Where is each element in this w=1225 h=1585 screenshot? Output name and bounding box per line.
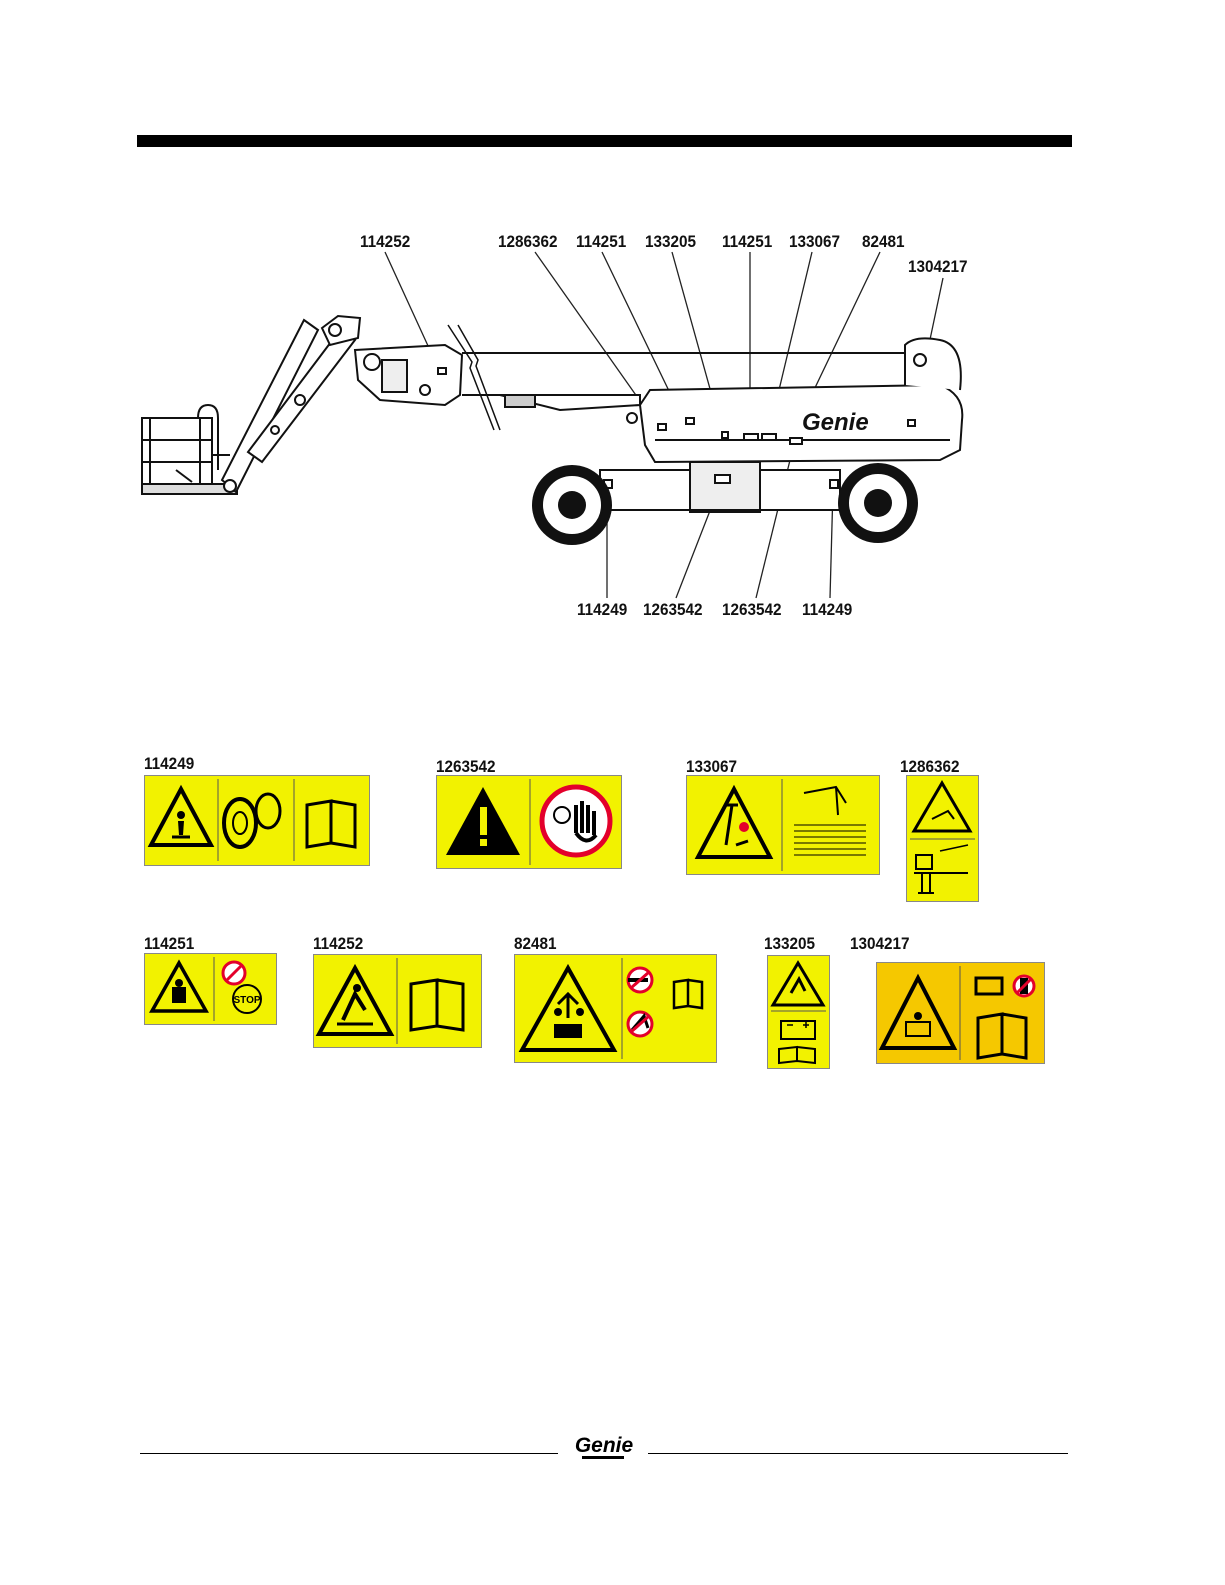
decal-1286362 (906, 775, 979, 902)
callout-label: 1263542 (722, 600, 782, 620)
callout-label: 114251 (722, 232, 772, 252)
no-sparks-icon (628, 1012, 652, 1036)
jib-arm (222, 316, 360, 492)
footer-rule-right (648, 1453, 1068, 1454)
callout-label: 1286362 (498, 232, 558, 252)
no-smoking-icon (628, 968, 652, 992)
decal-label-114251: 114251 (144, 934, 194, 954)
callout-label: 1263542 (643, 600, 703, 620)
no-operate-icon (223, 962, 245, 984)
boom-lift-diagram: Genie (130, 220, 990, 640)
genie-logo: Genie (568, 1433, 640, 1463)
callout-label: 133205 (645, 232, 696, 252)
no-entry-hand-icon (542, 787, 610, 855)
decal-82481 (514, 954, 717, 1063)
decal-label-114249: 114249 (144, 754, 194, 774)
decal-label-133067: 133067 (686, 757, 737, 777)
stop-text: STOP (233, 995, 260, 1006)
decal-label-1263542: 1263542 (436, 757, 496, 777)
machine-brand: Genie (802, 409, 869, 436)
decal-label-133205: 133205 (764, 934, 815, 954)
decal-114249 (144, 775, 370, 866)
chassis (600, 462, 840, 512)
callout-label: 114251 (576, 232, 626, 252)
decal-114251: STOP (144, 953, 277, 1025)
header-rule (137, 135, 1072, 147)
decal-1304217 (876, 962, 1045, 1064)
decal-label-82481: 82481 (514, 934, 557, 954)
callout-label: 1304217 (908, 257, 968, 277)
callout-label: 82481 (862, 232, 905, 252)
decal-114252 (313, 954, 482, 1048)
decal-1263542 (436, 775, 622, 869)
decal-label-1304217: 1304217 (850, 934, 910, 954)
callout-label: 133067 (789, 232, 840, 252)
decal-133205 (767, 955, 830, 1069)
callout-label: 114252 (360, 232, 410, 252)
footer-logo-text: Genie (575, 1434, 634, 1457)
decal-133067 (686, 775, 880, 875)
boom-head (355, 345, 462, 405)
decal-label-1286362: 1286362 (900, 757, 960, 777)
decal-label-114252: 114252 (313, 934, 363, 954)
turntable (627, 338, 962, 462)
callout-label: 114249 (577, 600, 627, 620)
footer-rule-left (140, 1453, 558, 1454)
callout-label: 114249 (802, 600, 852, 620)
